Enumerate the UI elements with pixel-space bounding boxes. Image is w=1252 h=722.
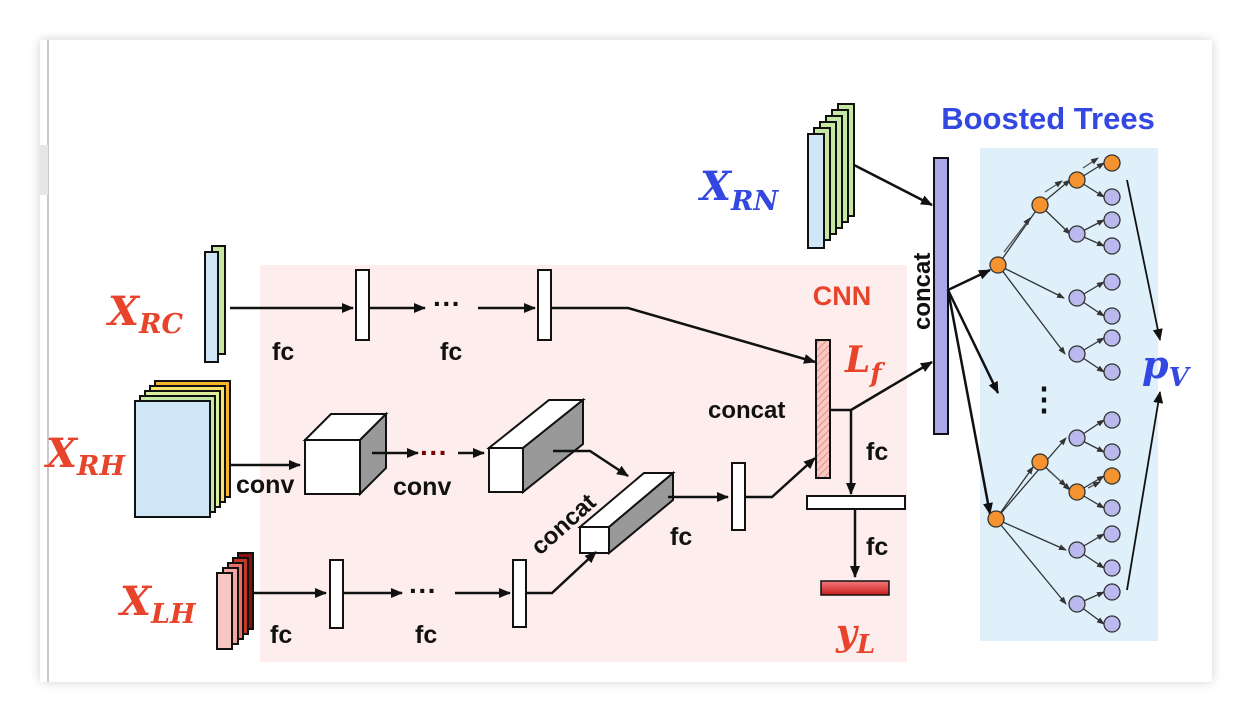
window-edge bbox=[47, 40, 49, 682]
rc-fc-label-1: fc bbox=[272, 338, 294, 366]
conv-block-2 bbox=[486, 397, 586, 495]
fc-layer-merged bbox=[731, 462, 746, 531]
rc-to-lf-arrow bbox=[551, 306, 816, 364]
rh-conv-label-2: conv bbox=[393, 473, 451, 501]
concat-to-tree2-arrow bbox=[946, 289, 993, 515]
rc-ellipsis: ··· bbox=[433, 288, 461, 319]
yl-output-bar bbox=[820, 580, 890, 596]
concat-block bbox=[577, 470, 676, 556]
fc-to-lf-arrow bbox=[745, 457, 816, 499]
lh-fc-layer-1 bbox=[329, 559, 344, 629]
tree1-to-pv-arrow bbox=[1126, 179, 1163, 341]
x-lh-input-stack bbox=[216, 552, 254, 650]
boosted-trees-title: Boosted Trees bbox=[941, 101, 1155, 136]
lf-fc-label: fc bbox=[866, 438, 888, 466]
lf-feature-bar bbox=[815, 339, 831, 479]
concat-fc-label: fc bbox=[670, 523, 692, 551]
x-rh-label: XRH bbox=[43, 430, 126, 482]
trees-vertical-ellipsis: ⋮ bbox=[1028, 381, 1060, 417]
x-lh-label: XLH bbox=[117, 578, 197, 630]
x-rn-label: XRN bbox=[697, 163, 779, 217]
tree2-to-pv-arrow bbox=[1126, 391, 1164, 591]
fc-output-bar bbox=[806, 495, 906, 510]
cnn-title: CNN bbox=[813, 281, 872, 311]
final-concat-bar bbox=[933, 157, 949, 435]
lh-fc-layer-2 bbox=[512, 559, 527, 628]
lh-to-concat-arrow bbox=[526, 551, 597, 595]
pv-label: pV bbox=[1142, 342, 1192, 393]
x-rc-input-stack bbox=[204, 245, 226, 363]
lf-label: Lf bbox=[844, 339, 885, 389]
rh-to-concat-arrow bbox=[553, 449, 629, 478]
rh-ellipsis: ··· bbox=[420, 437, 448, 468]
rc-fc-label-2: fc bbox=[440, 338, 462, 366]
x-rn-input-stack bbox=[807, 103, 855, 249]
rc-fc-layer-2 bbox=[537, 269, 552, 341]
lh-fc-label-1: fc bbox=[270, 621, 292, 649]
lh-ellipsis: ··· bbox=[409, 575, 437, 606]
rc-fc-layer-1 bbox=[355, 269, 370, 341]
boosted-tree-1 bbox=[997, 157, 1105, 373]
tree-2-nodes bbox=[987, 411, 1121, 633]
lf-to-concat-arrow bbox=[850, 360, 933, 412]
rh-conv-label-1: conv bbox=[236, 471, 294, 499]
concat-to-tree1-arrow bbox=[947, 268, 991, 292]
tree-1-nodes bbox=[989, 154, 1121, 381]
yl-label: yL bbox=[835, 612, 875, 660]
lf-concat-label: concat bbox=[708, 397, 785, 424]
x-rc-label: XRC bbox=[105, 288, 183, 340]
final-concat-label: concat bbox=[909, 253, 936, 330]
xrn-to-concat-arrow bbox=[853, 163, 933, 207]
yl-fc-label: fc bbox=[866, 533, 888, 561]
lh-fc-label-2: fc bbox=[415, 621, 437, 649]
x-rh-input-stack bbox=[134, 380, 231, 518]
window-edge-tab bbox=[40, 145, 48, 195]
concat-to-middle-arrow bbox=[946, 289, 1000, 394]
